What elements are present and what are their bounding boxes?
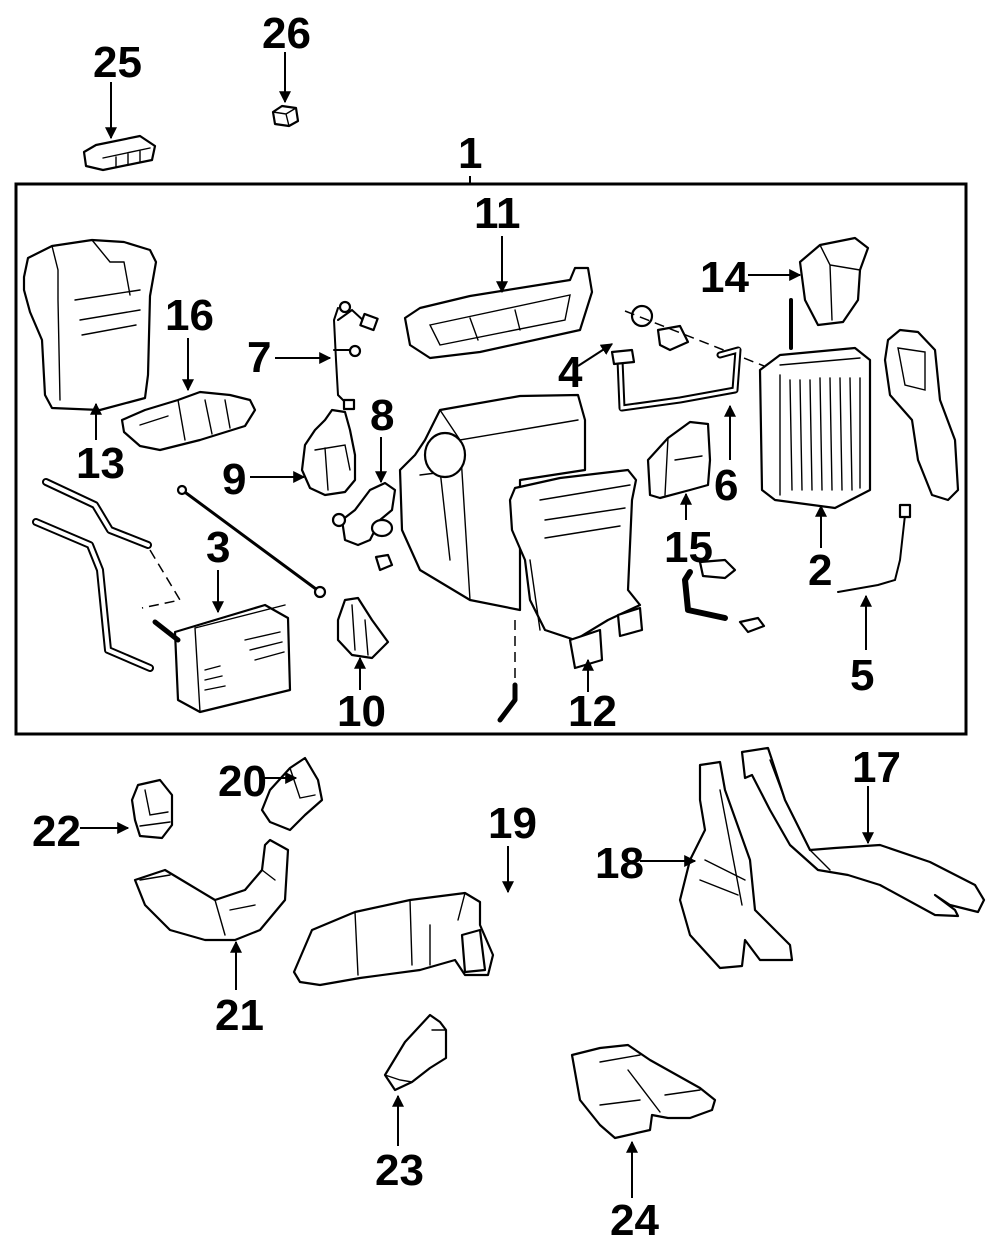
- callout-18[interactable]: 18: [595, 839, 697, 888]
- part-5-thermistor-sensor[interactable]: [837, 503, 912, 593]
- callout-19[interactable]: 19: [488, 799, 537, 894]
- callout-5[interactable]: 5: [850, 594, 874, 700]
- part-8-mode-servo[interactable]: [331, 481, 397, 572]
- callout-23-number: 23: [375, 1146, 424, 1195]
- callout-11-number: 11: [474, 189, 521, 238]
- callout-19-number: 19: [488, 799, 537, 848]
- part-3-heater-core[interactable]: [152, 603, 292, 714]
- part-15-bracket[interactable]: [646, 420, 712, 500]
- callout-6[interactable]: 6: [714, 404, 738, 510]
- assembly-frame: [14, 176, 968, 736]
- part-16-floor-duct[interactable]: [120, 390, 257, 452]
- callout-7-number: 7: [247, 333, 271, 382]
- callout-2-number: 2: [808, 546, 832, 595]
- callout-18-number: 18: [595, 839, 644, 888]
- callout-25-number: 25: [93, 38, 142, 87]
- part-12-lower-case[interactable]: [497, 468, 644, 723]
- part-14-air-duct[interactable]: [798, 236, 870, 327]
- part-24-center-outlet[interactable]: [570, 1043, 717, 1140]
- part-main-housing[interactable]: [398, 393, 587, 612]
- part-17-rear-floor-duct[interactable]: [740, 746, 986, 918]
- part-21-center-vent-duct[interactable]: [133, 838, 290, 942]
- callout-17-number: 17: [852, 743, 901, 792]
- part-10-actuator[interactable]: [336, 518, 394, 660]
- callout-4-number: 4: [558, 348, 583, 397]
- callout-15[interactable]: 15: [664, 492, 713, 572]
- part-9-blend-door-actuator[interactable]: [300, 408, 357, 497]
- callout-12[interactable]: 12: [568, 658, 617, 736]
- callout-13-number: 13: [76, 439, 125, 488]
- part-2-evaporator-core[interactable]: [758, 298, 872, 510]
- callout-20[interactable]: 20: [218, 757, 298, 806]
- callout-26-number: 26: [262, 9, 311, 58]
- callout-10[interactable]: 10: [337, 656, 386, 736]
- callout-16[interactable]: 16: [165, 291, 214, 392]
- callout-8-number: 8: [370, 391, 394, 440]
- callout-4[interactable]: 4: [558, 343, 614, 397]
- part-7-wiring-harness[interactable]: [332, 300, 379, 411]
- callout-21[interactable]: 21: [215, 940, 264, 1040]
- part-control-cable: [176, 484, 327, 599]
- part-6-refrigerant-tube[interactable]: [610, 346, 742, 412]
- part-gasket: [883, 328, 960, 502]
- callout-6-number: 6: [714, 461, 738, 510]
- callout-9[interactable]: 9: [222, 455, 306, 504]
- callout-1[interactable]: 1: [458, 129, 482, 178]
- callout-14-number: 14: [700, 253, 749, 302]
- callout-21-number: 21: [215, 991, 264, 1040]
- part-11-upper-case[interactable]: [403, 266, 594, 360]
- callout-24[interactable]: 24: [610, 1140, 659, 1245]
- callout-11[interactable]: 11: [474, 189, 521, 294]
- callout-5-number: 5: [850, 651, 874, 700]
- callout-13[interactable]: 13: [76, 402, 125, 488]
- callout-22-number: 22: [32, 807, 81, 856]
- callout-10-number: 10: [337, 687, 386, 736]
- part-20-side-vent-elbow[interactable]: [260, 756, 324, 832]
- callout-26[interactable]: 26: [262, 9, 311, 104]
- part-small-hose: [682, 558, 766, 634]
- callout-2[interactable]: 2: [808, 504, 832, 595]
- part-23-vent-connector[interactable]: [383, 1013, 448, 1092]
- callout-14[interactable]: 14: [700, 253, 802, 302]
- part-25-control-module[interactable]: [82, 134, 157, 172]
- callout-12-number: 12: [568, 687, 617, 736]
- callout-20-number: 20: [218, 757, 267, 806]
- part-18-rear-floor-duct-left[interactable]: [678, 760, 794, 970]
- callout-7[interactable]: 7: [247, 333, 332, 382]
- callout-3-number: 3: [206, 523, 230, 572]
- callout-16-number: 16: [165, 291, 214, 340]
- callout-17[interactable]: 17: [852, 743, 901, 845]
- callout-3[interactable]: 3: [206, 523, 230, 614]
- part-heater-hoses: [32, 478, 182, 672]
- part-22-side-vent-duct[interactable]: [130, 778, 174, 840]
- callout-25[interactable]: 25: [93, 38, 142, 140]
- callout-23[interactable]: 23: [375, 1094, 424, 1195]
- part-19-defroster-duct[interactable]: [292, 891, 495, 987]
- callout-22[interactable]: 22: [32, 807, 130, 856]
- callout-9-number: 9: [222, 455, 246, 504]
- part-4-expansion-valve[interactable]: [624, 304, 765, 367]
- part-26-relay[interactable]: [271, 104, 300, 128]
- callout-1-number: 1: [458, 129, 482, 178]
- callout-8[interactable]: 8: [370, 391, 394, 484]
- part-13-duct-housing[interactable]: [22, 238, 158, 412]
- callout-24-number: 24: [610, 1196, 659, 1245]
